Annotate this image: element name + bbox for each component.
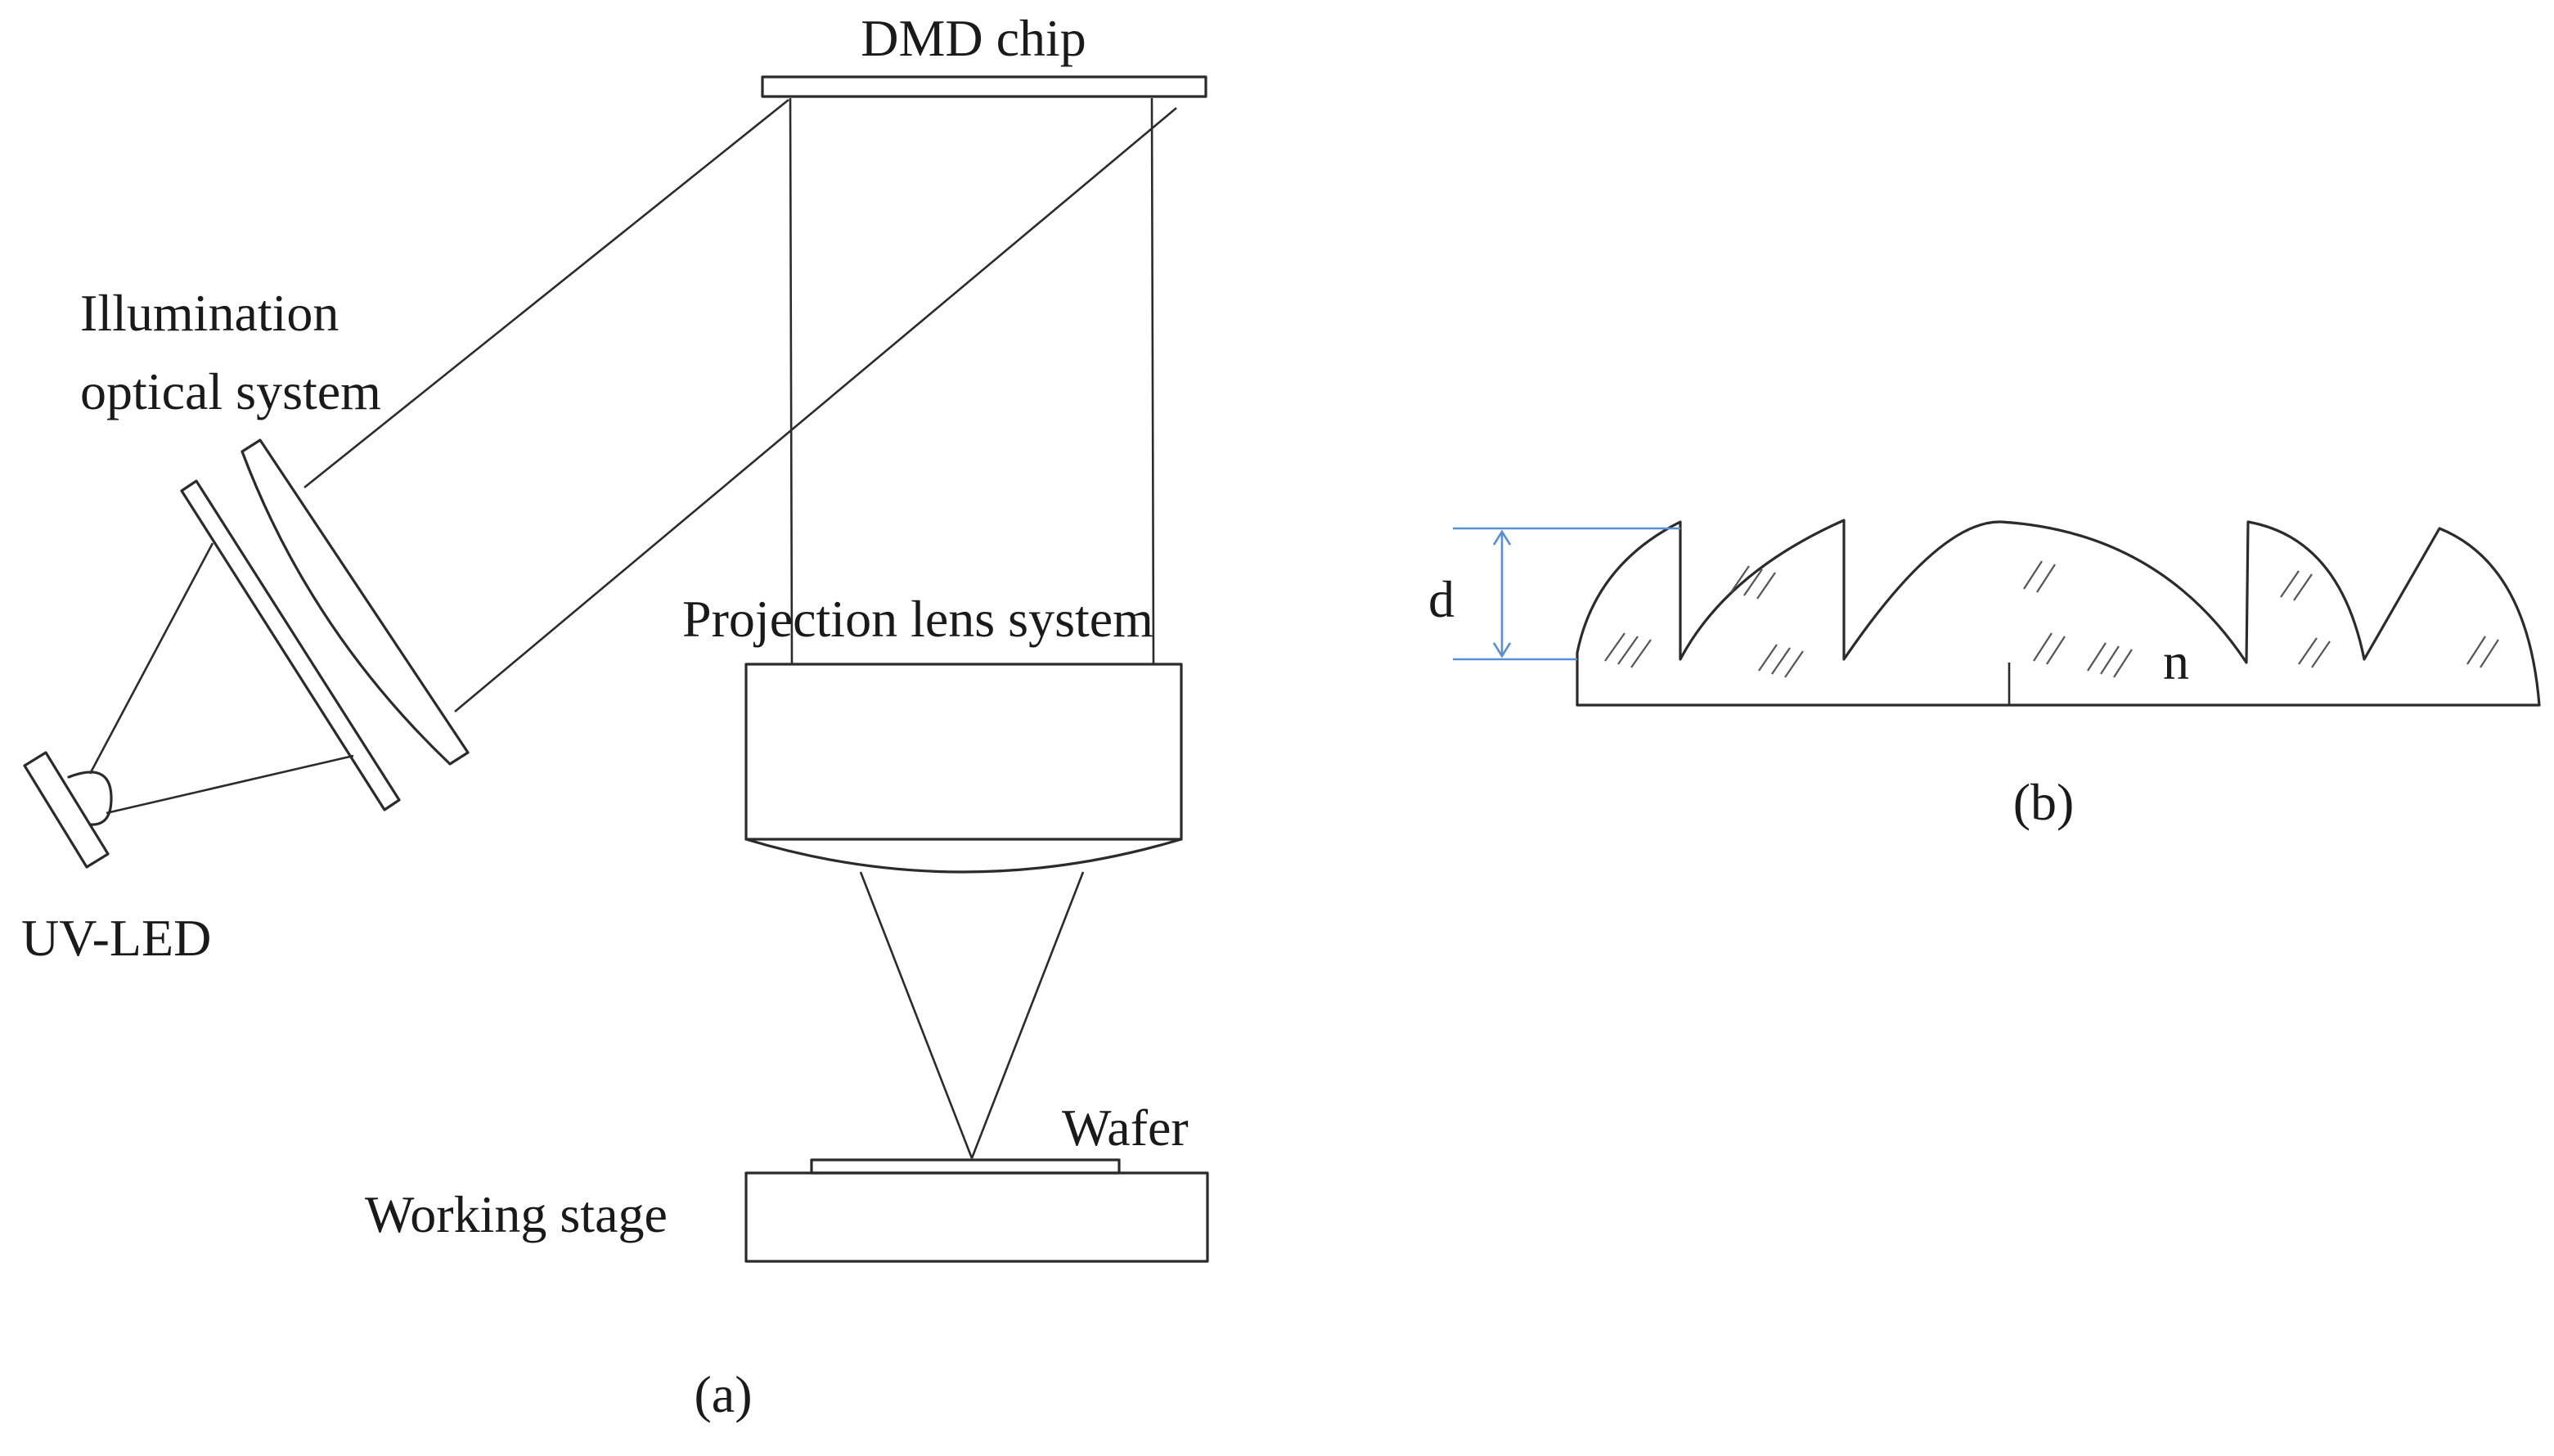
projection-lens-system [744, 663, 1183, 1159]
illumination-label-line2: optical system [80, 362, 381, 420]
depth-dimension [1453, 527, 1680, 661]
reflected-rays [789, 97, 1155, 665]
panel-a: DMD chip Illumination optical system UV-… [21, 9, 1209, 1423]
panel-b-caption: (b) [2013, 773, 2075, 831]
uv-led-label: UV-LED [21, 909, 211, 967]
illumination-lens [241, 438, 470, 766]
depth-label: d [1428, 570, 1455, 628]
illumination-label-line1: Illumination [80, 284, 339, 342]
illumination-optics [180, 438, 470, 811]
panel-b: d n (b) [1428, 519, 2541, 831]
illumination-rays [304, 98, 1177, 712]
dmd-chip-label: DMD chip [861, 9, 1086, 67]
wafer-label: Wafer [1062, 1099, 1189, 1157]
working-stage-label: Working stage [365, 1185, 668, 1243]
panel-a-caption: (a) [694, 1365, 752, 1423]
uv-led [23, 542, 354, 869]
fresnel-lens-profile [1576, 519, 2541, 707]
glass-hatching [1604, 560, 2499, 678]
illumination-plate [180, 479, 401, 811]
wafer [810, 1158, 1121, 1175]
projection-lens-label: Projection lens system [682, 590, 1153, 648]
working-stage [744, 1171, 1209, 1263]
refractive-index-label: n [2163, 632, 2189, 690]
dmd-chip [761, 75, 1207, 98]
